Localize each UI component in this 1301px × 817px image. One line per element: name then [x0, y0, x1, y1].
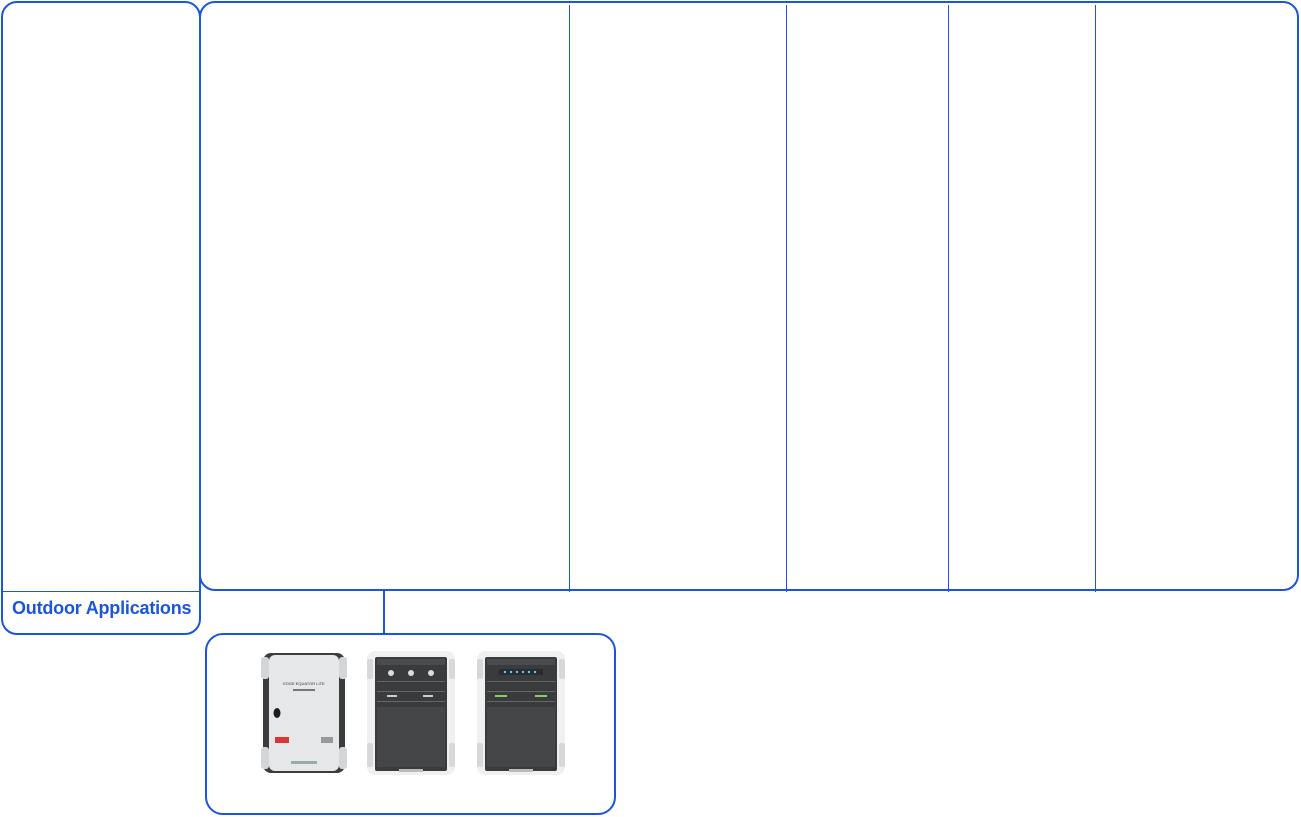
rack-unit-icon	[367, 651, 455, 775]
connector-line	[383, 590, 385, 634]
main-table	[199, 1, 1299, 592]
product-panel: EDGE EQUATOR LITE	[205, 633, 616, 815]
left-panel-divider	[3, 591, 199, 592]
column-divider	[569, 5, 570, 592]
left-panel	[1, 1, 201, 635]
enclosure-label: EDGE EQUATOR LITE	[283, 681, 325, 686]
column-divider	[786, 5, 787, 592]
rack-unit-display-icon	[477, 651, 565, 775]
column-divider	[1095, 5, 1096, 592]
column-divider	[948, 5, 949, 592]
left-panel-title: Outdoor Applications	[12, 598, 192, 618]
enclosure-icon: EDGE EQUATOR LITE	[261, 653, 347, 773]
